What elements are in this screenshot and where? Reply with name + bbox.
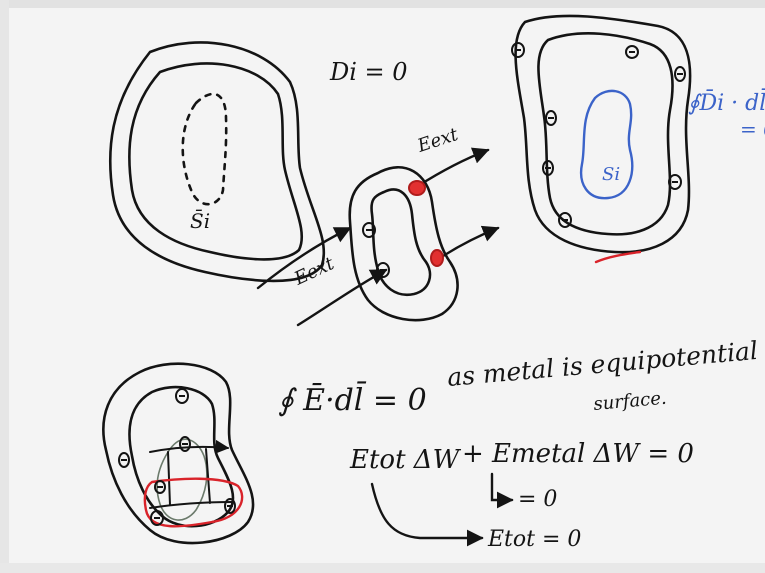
bottom-loop-lines bbox=[150, 447, 232, 508]
field-line-4 bbox=[440, 228, 498, 258]
tangential-field-zero-result: Etot = 0 bbox=[487, 527, 581, 552]
tangential-field-term: Etot ΔW bbox=[349, 445, 462, 475]
metal-field-zero-pointer bbox=[492, 474, 512, 500]
top-right-conductor bbox=[516, 16, 691, 252]
right-inner-boundary bbox=[538, 33, 672, 234]
metal-field-zero: = 0 bbox=[518, 487, 557, 512]
external-field-label-out: Eext bbox=[414, 124, 461, 157]
electric-field-loop-integral: ∮ Ē·dl̄ = 0 bbox=[278, 380, 427, 418]
external-field-lines bbox=[258, 150, 498, 325]
dashed-gaussian-surface bbox=[183, 94, 226, 204]
middle-conductor bbox=[350, 167, 458, 320]
inner-boundary bbox=[129, 63, 301, 259]
blue-surface-label: Si bbox=[602, 164, 620, 185]
red-positive-charge-right bbox=[431, 250, 443, 266]
equipotential-reason: as metal is equipotential bbox=[446, 336, 759, 392]
top-left-conductor bbox=[110, 42, 324, 280]
top-left-surface-label: S̄i bbox=[190, 208, 210, 233]
blue-integral-result: = 0 bbox=[740, 117, 765, 141]
red-positive-charge-top bbox=[409, 181, 425, 195]
electric-displacement-zero-equation: Di = 0 bbox=[329, 58, 408, 86]
outer-boundary bbox=[110, 42, 324, 280]
field-line-3 bbox=[418, 150, 488, 186]
tangential-result-pointer bbox=[372, 484, 482, 538]
middle-outer-boundary bbox=[350, 167, 458, 320]
red-underline-mark bbox=[596, 252, 640, 262]
blue-displacement-integral: ∮D̄i · dl̄ bbox=[688, 88, 765, 116]
middle-inner-boundary bbox=[372, 189, 431, 294]
equipotential-reason-continued: surface. bbox=[593, 388, 668, 415]
metal-field-term: + Emetal ΔW = 0 bbox=[462, 439, 694, 469]
